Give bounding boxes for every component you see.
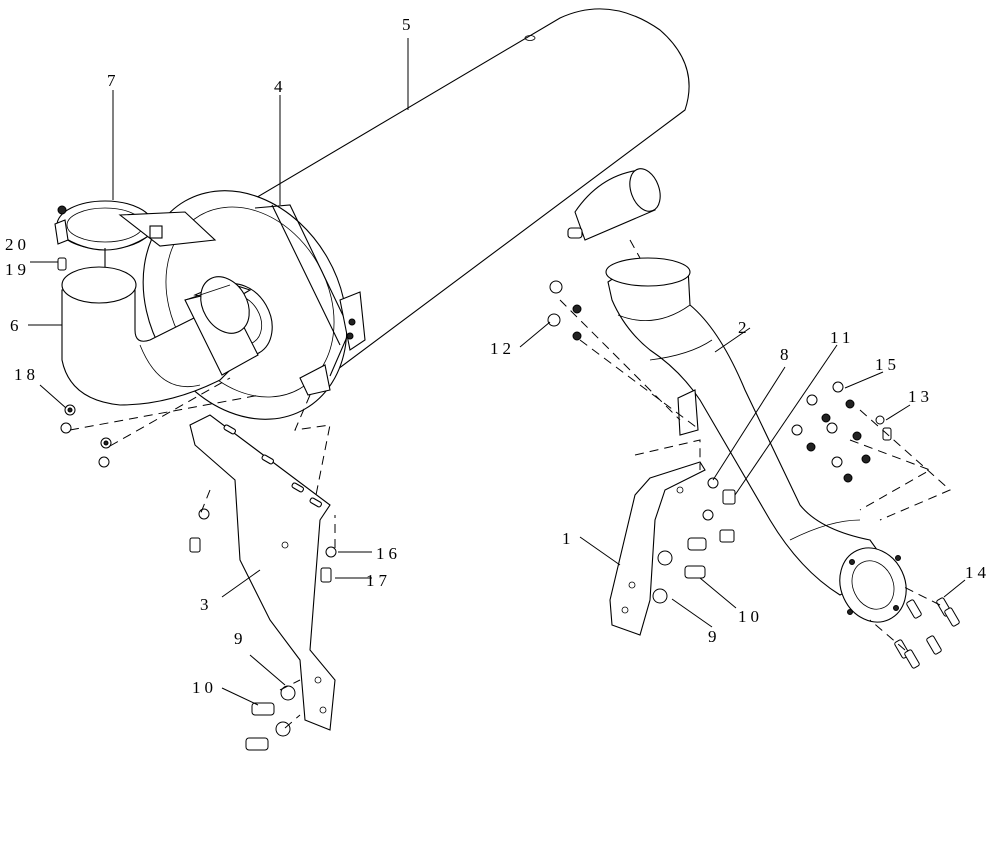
exhaust-pipe [605, 257, 907, 623]
callout-19: 19 [5, 260, 30, 279]
callout-15: 15 [875, 355, 900, 374]
callout-5: 5 [402, 15, 415, 34]
callout-20: 20 [5, 235, 30, 254]
callout-17: 17 [366, 571, 391, 590]
callout-14: 14 [965, 563, 990, 582]
callout-1: 1 [562, 529, 575, 548]
callout-18: 18 [14, 365, 39, 384]
callout-9-left: 9 [234, 629, 247, 648]
assembly-lines [69, 239, 951, 729]
callout-16: 16 [376, 544, 401, 563]
hardware [57, 257, 960, 751]
canister-outlet [567, 168, 661, 241]
callout-10-right: 10 [738, 607, 763, 626]
leader-lines [28, 38, 966, 706]
callout-11: 11 [830, 328, 854, 347]
callout-10-left: 10 [192, 678, 217, 697]
bracket-right [609, 461, 706, 636]
callout-4: 4 [274, 77, 287, 96]
callout-7: 7 [107, 71, 120, 90]
callout-3: 3 [200, 595, 213, 614]
callout-12: 12 [490, 339, 515, 358]
callout-8: 8 [780, 345, 793, 364]
rain-cap [54, 200, 217, 280]
callout-2: 2 [738, 318, 751, 337]
callout-6: 6 [10, 316, 23, 335]
bracket-left [189, 414, 336, 731]
callout-9-right: 9 [708, 627, 721, 646]
callout-13: 13 [908, 387, 933, 406]
intake-elbow [61, 266, 259, 406]
callout-labels: 5 4 7 20 19 6 18 12 2 11 8 15 13 14 1 10… [5, 15, 990, 697]
